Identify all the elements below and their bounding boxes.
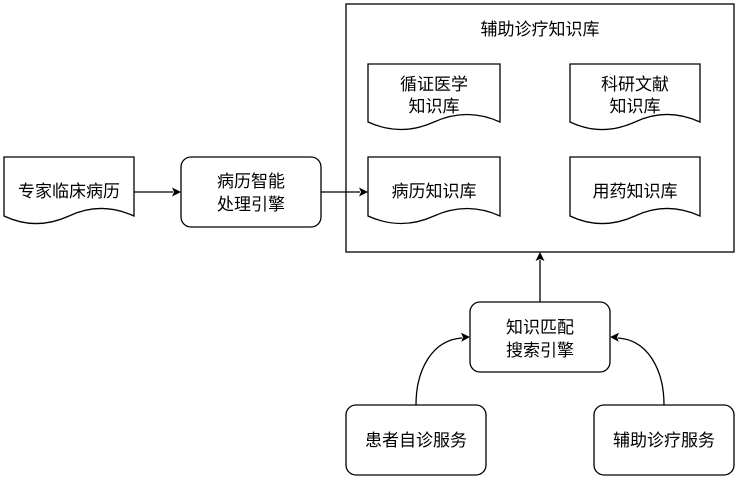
drug-kb-doc: 用药知识库: [569, 156, 701, 225]
patient-self-diagnosis-service: 患者自诊服务: [345, 404, 487, 476]
research-literature-kb-line2: 知识库: [610, 97, 661, 117]
patient-self-diagnosis-label: 患者自诊服务: [365, 431, 467, 451]
knowledge-search-engine-line2: 搜索引擎: [506, 341, 574, 361]
expert-clinical-record-doc: 专家临床病历: [3, 156, 135, 225]
evidence-medicine-kb-line2: 知识库: [409, 97, 460, 117]
arrowhead: [461, 332, 470, 342]
drug-kb-shape: [569, 156, 701, 225]
research-literature-kb-doc: 科研文献 知识库: [569, 63, 701, 131]
edge-search-to-knowledge-base: [535, 252, 545, 302]
evidence-medicine-kb-doc: 循证医学 知识库: [367, 63, 501, 131]
edge-engine-to-knowledge-base: [321, 187, 368, 197]
research-literature-kb-shape: [569, 63, 701, 131]
expert-clinical-record-shape: [3, 156, 135, 225]
record-processing-engine: 病历智能 处理引擎: [180, 156, 322, 228]
research-literature-kb-line1: 科研文献: [601, 75, 669, 95]
assisted-diagnosis-label: 辅助诊疗服务: [613, 431, 715, 451]
edge-patient-to-search: [415, 332, 470, 406]
medical-record-kb-doc: 病历知识库: [367, 156, 501, 225]
evidence-medicine-kb-shape: [367, 63, 501, 131]
medical-record-kb-shape: [367, 156, 501, 225]
record-processing-engine-box: [180, 156, 322, 228]
drug-kb-label: 用药知识库: [593, 182, 678, 202]
medical-record-kb-label: 病历知识库: [392, 182, 477, 202]
record-processing-engine-line2: 处理引擎: [217, 195, 285, 215]
edge-record-to-engine: [134, 187, 181, 197]
edge-assist-to-search: [610, 332, 665, 406]
knowledge-search-engine-line1: 知识匹配: [506, 318, 574, 338]
evidence-medicine-kb-line1: 循证医学: [400, 75, 468, 95]
expert-clinical-record-label: 专家临床病历: [18, 182, 120, 202]
knowledge-base-title: 辅助诊疗知识库: [481, 20, 600, 40]
record-processing-engine-line1: 病历智能: [217, 172, 285, 192]
assisted-diagnosis-service: 辅助诊疗服务: [593, 404, 735, 476]
arrowhead: [359, 187, 368, 197]
knowledge-search-engine: 知识匹配 搜索引擎: [469, 301, 611, 373]
arrowhead: [172, 187, 181, 197]
arrowhead: [535, 252, 545, 261]
arrowhead: [610, 332, 619, 342]
